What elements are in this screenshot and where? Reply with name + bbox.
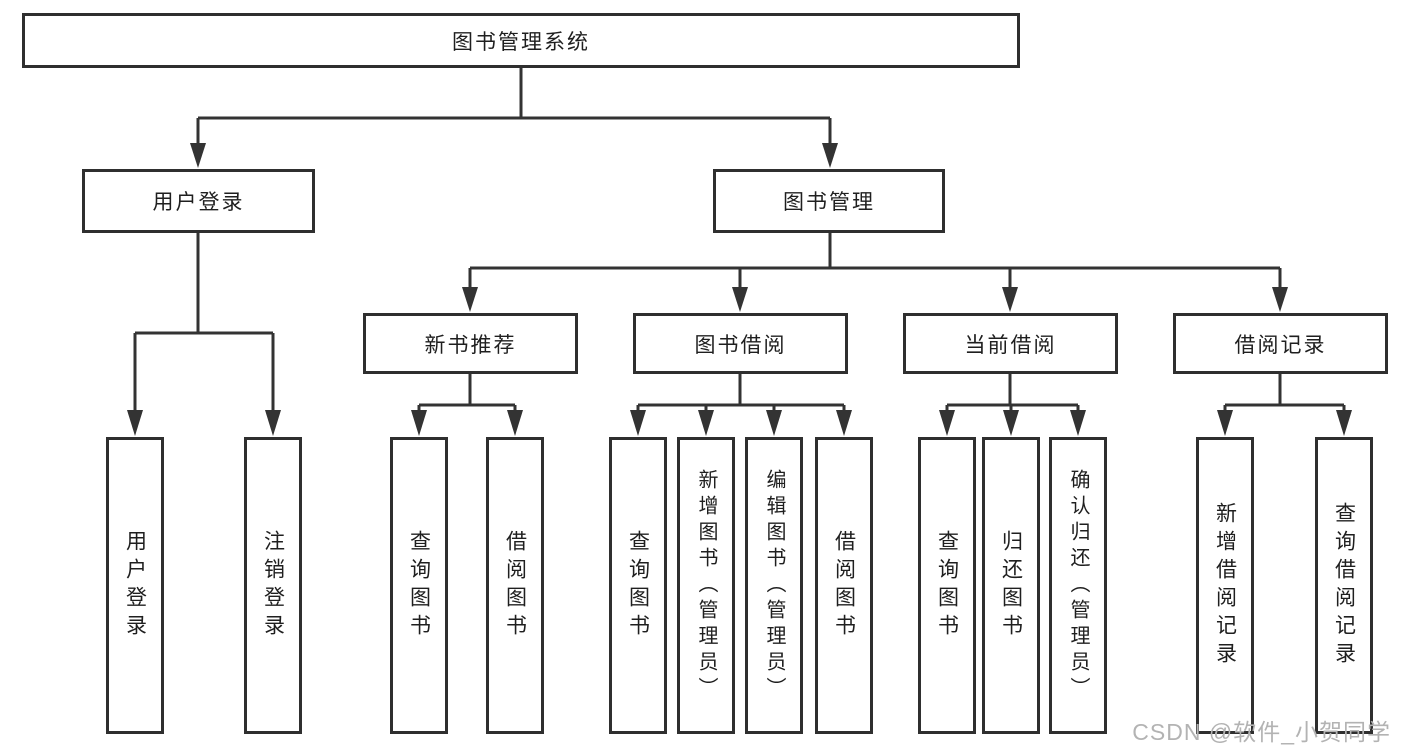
node-label: 用户登录	[123, 529, 147, 642]
connector-book-borrow-branch	[630, 374, 852, 436]
connector-new-book-branch	[411, 374, 523, 436]
csdn-watermark: CSDN @软件_小贺同学	[1132, 719, 1391, 745]
connector-borrow-records-branch	[1217, 374, 1352, 436]
node-borrowing-records: 借阅记录	[1173, 313, 1388, 374]
node-label: 查询图书	[407, 529, 431, 642]
node-leaf-user-login: 用户登录	[106, 437, 164, 734]
node-leaf-borrow-books: 借阅图书	[486, 437, 544, 734]
node-leaf-query-books: 查询图书	[609, 437, 667, 734]
node-label: 新增借阅记录	[1213, 501, 1237, 670]
node-leaf-confirm-return-admin: 确认归还（管理员）	[1049, 437, 1107, 734]
node-leaf-logout-login: 注销登录	[244, 437, 302, 734]
node-current-borrowing: 当前借阅	[903, 313, 1118, 374]
node-label: 图书借阅	[694, 333, 787, 357]
node-leaf-add-borrow-record: 新增借阅记录	[1196, 437, 1254, 734]
connector-user-login-branch	[127, 233, 281, 436]
node-book-borrowing: 图书借阅	[633, 313, 848, 374]
node-label: 图书管理	[783, 191, 875, 214]
node-book-management: 图书管理	[713, 169, 945, 233]
node-label: 确认归还（管理员）	[1067, 468, 1089, 703]
node-new-book-recommend: 新书推荐	[363, 313, 578, 374]
connector-book-mgmt-branch	[462, 233, 1288, 312]
node-label: 新书推荐	[424, 333, 517, 357]
node-leaf-add-books-admin: 新增图书（管理员）	[677, 437, 735, 734]
connector-current-borrow-branch	[939, 374, 1086, 436]
node-label: 查询借阅记录	[1332, 501, 1356, 670]
connector-root-to-level2	[190, 66, 838, 168]
node-label: 借阅记录	[1234, 333, 1327, 357]
node-library-management-system: 图书管理系统	[22, 13, 1020, 68]
node-label: 归还图书	[999, 529, 1023, 642]
node-leaf-query-books: 查询图书	[390, 437, 448, 734]
node-label: 借阅图书	[503, 529, 527, 642]
node-label: 查询图书	[626, 529, 650, 642]
node-label: 当前借阅	[964, 333, 1057, 357]
node-leaf-query-borrow-record: 查询借阅记录	[1315, 437, 1373, 734]
node-label: 用户登录	[152, 191, 245, 214]
node-label: 查询图书	[935, 529, 959, 642]
node-user-login: 用户登录	[82, 169, 315, 233]
node-leaf-query-books: 查询图书	[918, 437, 976, 734]
node-leaf-edit-books-admin: 编辑图书（管理员）	[745, 437, 803, 734]
node-label: 借阅图书	[832, 529, 856, 642]
node-label: 编辑图书（管理员）	[763, 468, 785, 703]
node-label: 图书管理系统	[452, 30, 590, 54]
node-label: 新增图书（管理员）	[695, 468, 717, 703]
node-leaf-return-books: 归还图书	[982, 437, 1040, 734]
node-label: 注销登录	[261, 529, 285, 642]
node-leaf-borrow-books: 借阅图书	[815, 437, 873, 734]
